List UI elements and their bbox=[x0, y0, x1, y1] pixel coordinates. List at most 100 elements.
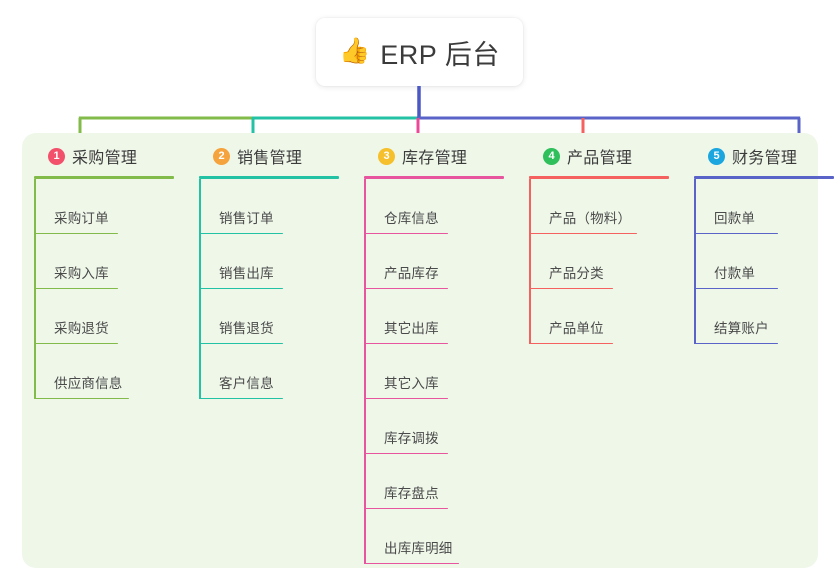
branch-item-label: 采购退货 bbox=[54, 321, 109, 336]
branch-item-underline bbox=[199, 232, 283, 234]
branch-item[interactable]: 客户信息 bbox=[195, 344, 355, 399]
branch-header-underline bbox=[199, 176, 339, 179]
branch-spine bbox=[34, 179, 36, 399]
branch-item[interactable]: 采购订单 bbox=[30, 179, 190, 234]
branch-item-label: 供应商信息 bbox=[54, 376, 123, 391]
branch-item-label: 产品单位 bbox=[549, 321, 604, 336]
branch-column-2: 2 销售管理销售订单销售出库销售退货客户信息 bbox=[195, 133, 355, 399]
branch-item-underline bbox=[34, 232, 118, 234]
branch-item[interactable]: 销售订单 bbox=[195, 179, 355, 234]
branch-header-underline bbox=[694, 176, 834, 179]
branch-item-underline bbox=[529, 287, 613, 289]
branch-items: 销售订单销售出库销售退货客户信息 bbox=[195, 179, 355, 399]
branch-item-underline bbox=[529, 232, 637, 234]
branch-item[interactable]: 供应商信息 bbox=[30, 344, 190, 399]
branch-item-underline bbox=[199, 397, 283, 399]
branch-number-badge: 3 bbox=[378, 147, 395, 165]
branch-item[interactable]: 库存调拨 bbox=[360, 399, 520, 454]
branch-item-label: 回款单 bbox=[714, 211, 756, 226]
branch-header-underline bbox=[34, 176, 174, 179]
branch-spine bbox=[529, 179, 531, 344]
branch-item-label: 产品（物料） bbox=[549, 211, 632, 226]
branches-panel bbox=[22, 133, 818, 568]
branch-column-3: 3 库存管理仓库信息产品库存其它出库其它入库库存调拨库存盘点出库库明细 bbox=[360, 133, 520, 564]
branch-items: 采购订单采购入库采购退货供应商信息 bbox=[30, 179, 190, 399]
branch-header-underline bbox=[529, 176, 669, 179]
branch-item[interactable]: 结算账户 bbox=[690, 289, 839, 344]
branch-item-underline bbox=[364, 232, 448, 234]
branch-item-underline bbox=[364, 562, 459, 564]
branch-column-1: 1 采购管理采购订单采购入库采购退货供应商信息 bbox=[30, 133, 190, 399]
branch-item-underline bbox=[364, 452, 448, 454]
thumbs-up-emoji: 👍 bbox=[339, 36, 371, 65]
branch-item-underline bbox=[364, 507, 448, 509]
branch-item-label: 其它出库 bbox=[384, 321, 439, 336]
branch-item[interactable]: 产品单位 bbox=[525, 289, 685, 344]
branch-header-财务管理[interactable]: 5 财务管理 bbox=[690, 133, 839, 179]
root-node-card[interactable]: 👍 ERP 后台 bbox=[316, 18, 523, 86]
branch-item-underline bbox=[529, 342, 613, 344]
branch-item-underline bbox=[364, 287, 448, 289]
branch-items: 产品（物料） 产品分类产品单位 bbox=[525, 179, 685, 344]
branch-item[interactable]: 销售出库 bbox=[195, 234, 355, 289]
branch-item-underline bbox=[694, 342, 778, 344]
branch-item[interactable]: 产品库存 bbox=[360, 234, 520, 289]
branch-title: 产品管理 bbox=[567, 150, 633, 167]
branch-item-label: 仓库信息 bbox=[384, 211, 439, 226]
branch-items: 仓库信息产品库存其它出库其它入库库存调拨库存盘点出库库明细 bbox=[360, 179, 520, 564]
branch-item-underline bbox=[199, 342, 283, 344]
branch-item[interactable]: 付款单 bbox=[690, 234, 839, 289]
branch-item[interactable]: 其它入库 bbox=[360, 344, 520, 399]
branch-item[interactable]: 产品（物料） bbox=[525, 179, 685, 234]
branch-header-库存管理[interactable]: 3 库存管理 bbox=[360, 133, 520, 179]
branch-item-underline bbox=[34, 287, 118, 289]
branch-spine bbox=[364, 179, 366, 564]
branch-items: 回款单付款单结算账户 bbox=[690, 179, 839, 344]
branch-title: 采购管理 bbox=[72, 150, 138, 167]
branch-item-label: 结算账户 bbox=[714, 321, 769, 336]
branch-item-label: 出库库明细 bbox=[384, 541, 453, 556]
branch-item-label: 其它入库 bbox=[384, 376, 439, 391]
branch-item[interactable]: 产品分类 bbox=[525, 234, 685, 289]
branch-item[interactable]: 出库库明细 bbox=[360, 509, 520, 564]
branch-item-label: 销售订单 bbox=[219, 211, 274, 226]
branch-header-销售管理[interactable]: 2 销售管理 bbox=[195, 133, 355, 179]
branch-number-badge: 2 bbox=[213, 147, 230, 165]
branch-item-underline bbox=[34, 342, 118, 344]
branch-item-underline bbox=[199, 287, 283, 289]
branch-item[interactable]: 回款单 bbox=[690, 179, 839, 234]
branch-spine bbox=[694, 179, 696, 344]
branch-title: 财务管理 bbox=[732, 150, 798, 167]
branch-spine bbox=[199, 179, 201, 399]
branch-item-label: 产品分类 bbox=[549, 266, 604, 281]
branch-item[interactable]: 仓库信息 bbox=[360, 179, 520, 234]
branch-item-label: 库存调拨 bbox=[384, 431, 439, 446]
branch-item[interactable]: 采购入库 bbox=[30, 234, 190, 289]
branch-item[interactable]: 库存盘点 bbox=[360, 454, 520, 509]
branch-item[interactable]: 采购退货 bbox=[30, 289, 190, 344]
branch-item-underline bbox=[694, 232, 778, 234]
branch-column-5: 5 财务管理回款单付款单结算账户 bbox=[690, 133, 839, 344]
branch-item-label: 产品库存 bbox=[384, 266, 439, 281]
branch-number-badge: 1 bbox=[48, 147, 65, 165]
branch-item-underline bbox=[34, 397, 129, 399]
branch-header-underline bbox=[364, 176, 504, 179]
branch-item-underline bbox=[364, 342, 448, 344]
branch-columns: 1 采购管理采购订单采购入库采购退货供应商信息 2 销售管理销售订单销售出库销售退货客… bbox=[22, 133, 834, 568]
branch-title: 库存管理 bbox=[402, 150, 468, 167]
branch-item-underline bbox=[364, 397, 448, 399]
branch-item-label: 采购订单 bbox=[54, 211, 109, 226]
branch-item-label: 销售退货 bbox=[219, 321, 274, 336]
root-node-title: ERP 后台 bbox=[380, 39, 500, 70]
branch-item-underline bbox=[694, 287, 778, 289]
branch-item-label: 销售出库 bbox=[219, 266, 274, 281]
branch-item[interactable]: 销售退货 bbox=[195, 289, 355, 344]
branch-title: 销售管理 bbox=[237, 150, 303, 167]
branch-item[interactable]: 其它出库 bbox=[360, 289, 520, 344]
branch-header-采购管理[interactable]: 1 采购管理 bbox=[30, 133, 190, 179]
branch-number-badge: 5 bbox=[708, 147, 725, 165]
branch-item-label: 库存盘点 bbox=[384, 486, 439, 501]
